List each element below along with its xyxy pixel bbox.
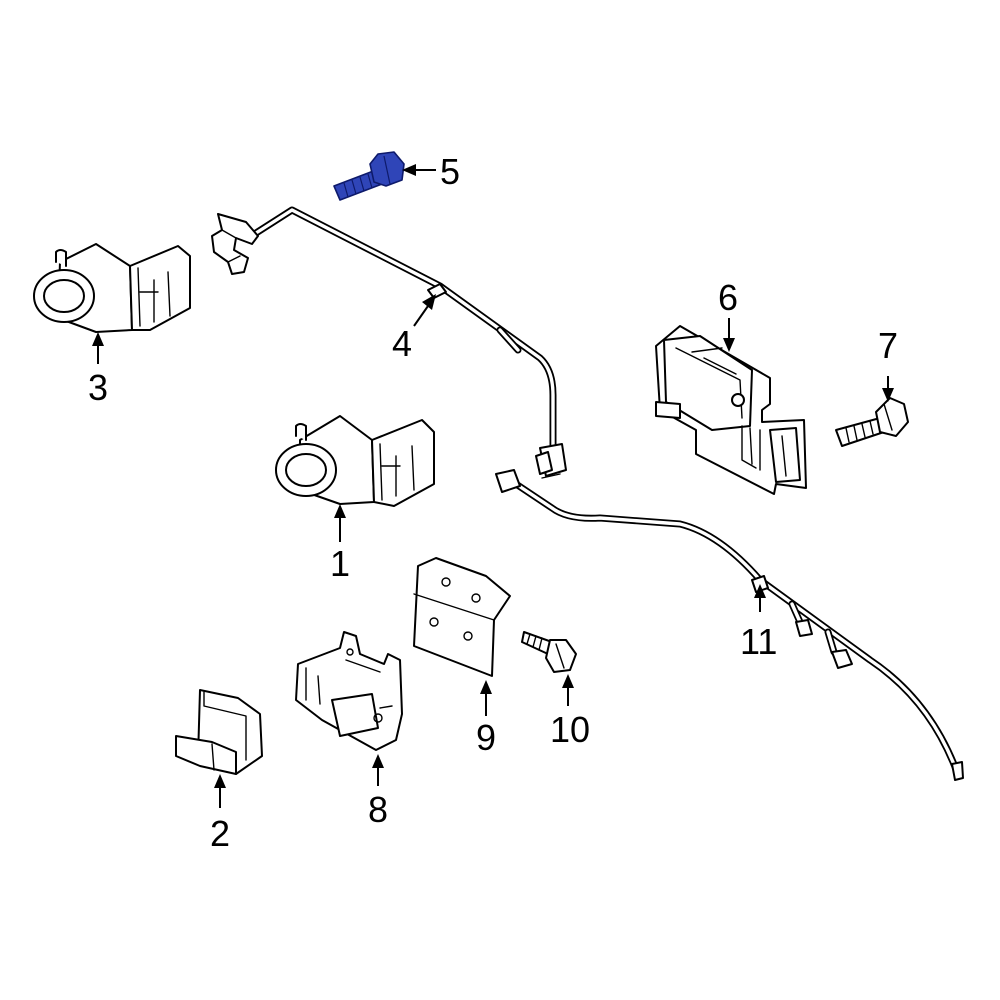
sensor-housing-small[interactable] — [175, 689, 263, 775]
wire-harness-lower[interactable] — [495, 469, 964, 781]
callout-5: 5 — [440, 151, 460, 192]
callout-2: 2 — [210, 813, 230, 854]
wire-harness-upper[interactable] — [211, 206, 567, 479]
callout-8: 8 — [368, 789, 388, 830]
callout-10: 10 — [550, 709, 590, 750]
parking-sensor-lower[interactable] — [275, 415, 435, 507]
callout-7: 7 — [878, 325, 898, 366]
bolt-10[interactable] — [521, 631, 577, 673]
sensor-bracket[interactable] — [295, 631, 403, 751]
leader-arrows — [92, 164, 894, 808]
callout-11: 11 — [740, 621, 777, 662]
callout-3: 3 — [88, 367, 108, 408]
callout-1: 1 — [330, 543, 350, 584]
control-module[interactable] — [655, 325, 807, 495]
callout-9: 9 — [476, 717, 496, 758]
bolt-5-highlighted[interactable] — [333, 151, 405, 201]
callout-6: 6 — [718, 277, 738, 318]
bolt-7[interactable] — [835, 397, 909, 447]
mounting-plate[interactable] — [413, 557, 511, 677]
parking-sensor-upper[interactable] — [33, 243, 191, 333]
callout-4: 4 — [392, 323, 412, 364]
